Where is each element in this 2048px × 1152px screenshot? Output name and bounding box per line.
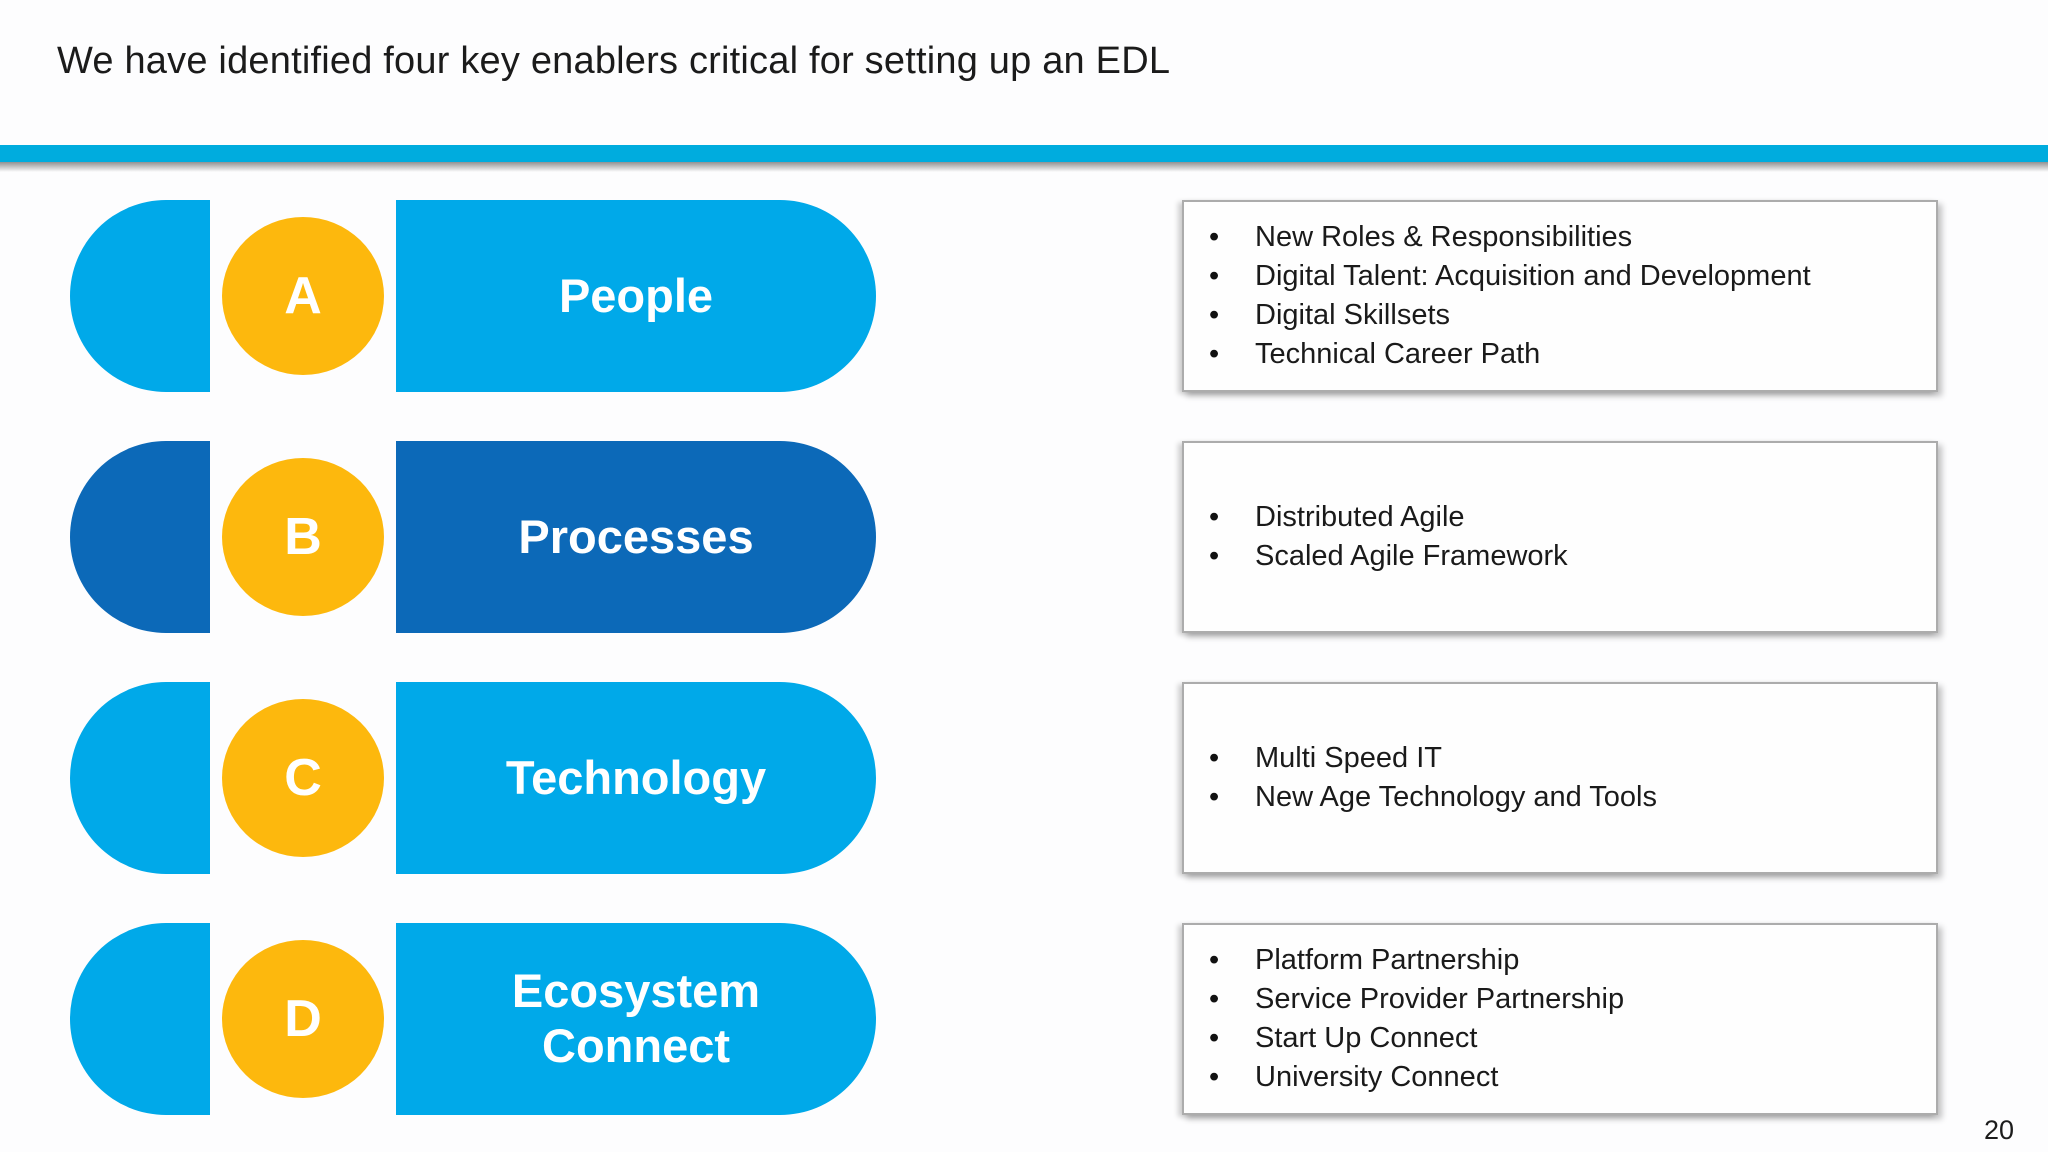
bullet-dot: •: [1209, 983, 1220, 1015]
title-divider-bar: [0, 145, 2048, 172]
pill-bar-processes: Processes: [396, 441, 876, 633]
bullet-dot: •: [1209, 1061, 1220, 1093]
bullet-box-technology: • Multi Speed IT • New Age Technology and …: [1182, 682, 1938, 874]
pill-left-cap-shape: [70, 682, 210, 874]
enabler-row-ecosystem-connect: D Ecosystem Connect: [70, 923, 880, 1115]
pill-bar-label: People: [558, 268, 714, 322]
pill-left-cap-shape: [70, 923, 210, 1115]
bullet-text: Scaled Agile Framework: [1255, 540, 1568, 572]
slide-title: We have identified four key enablers cri…: [57, 40, 1171, 82]
bullet-item: • University Connect: [1209, 1058, 1926, 1097]
bullet-text: Service Provider Partnership: [1255, 983, 1625, 1015]
bullet-text: Start Up Connect: [1255, 1022, 1478, 1054]
bullet-item: • Digital Talent: Acquisition and Develop…: [1209, 257, 1926, 296]
bullet-text: Digital Skillsets: [1255, 299, 1450, 331]
bullet-dot: •: [1209, 299, 1220, 331]
bullet-box-processes: • Distributed Agile • Scaled Agile Framewo…: [1182, 441, 1938, 633]
bullet-text: New Age Technology and Tools: [1255, 781, 1657, 813]
bullet-text: Digital Talent: Acquisition and Developm…: [1255, 260, 1811, 292]
bullet-item: • New Roles & Responsibilities: [1209, 218, 1926, 257]
letter-badge-label: C: [284, 749, 322, 807]
pill-bar-ecosystem-connect: Ecosystem Connect: [396, 923, 876, 1115]
bullet-dot: •: [1209, 944, 1220, 976]
page-number: 20: [1983, 1115, 2014, 1145]
enabler-row-technology: C Technology: [70, 682, 880, 874]
bullet-text: Distributed Agile: [1255, 501, 1465, 533]
letter-badge-b: B: [222, 458, 384, 616]
bullet-dot: •: [1209, 221, 1220, 253]
enabler-row-people: A People: [70, 200, 880, 392]
bullet-text: Technical Career Path: [1255, 338, 1541, 370]
bullet-box-ecosystem-connect: • Platform Partnership • Service Provider …: [1182, 923, 1938, 1115]
bullet-item: • New Age Technology and Tools: [1209, 778, 1926, 817]
bullet-dot: •: [1209, 781, 1220, 813]
bullet-dot: •: [1209, 1022, 1220, 1054]
bullet-item: • Distributed Agile: [1209, 498, 1926, 537]
bullet-item: • Platform Partnership: [1209, 941, 1926, 980]
pill-bar-label: Technology: [505, 750, 767, 804]
pill-bar-label: Ecosystem Connect: [511, 964, 761, 1072]
letter-badge-d: D: [222, 940, 384, 1098]
bullet-dot: •: [1209, 260, 1220, 292]
bullet-item: • Digital Skillsets: [1209, 296, 1926, 335]
bullet-item: • Start Up Connect: [1209, 1019, 1926, 1058]
bullet-item: • Multi Speed IT: [1209, 739, 1926, 778]
pill-left-cap-shape: [70, 441, 210, 633]
bullet-item: • Scaled Agile Framework: [1209, 537, 1926, 576]
letter-badge-label: D: [284, 990, 322, 1048]
bullet-list: • Platform Partnership • Service Provider …: [1184, 941, 1936, 1097]
letter-badge-a: A: [222, 217, 384, 375]
enabler-row-processes: B Processes: [70, 441, 880, 633]
bullet-text: University Connect: [1255, 1061, 1499, 1093]
pill-left-cap-shape: [70, 200, 210, 392]
bullet-list: • Distributed Agile • Scaled Agile Framewo…: [1184, 498, 1936, 576]
bullet-list: • New Roles & Responsibilities • Digital T…: [1184, 218, 1936, 374]
bullet-dot: •: [1209, 742, 1220, 774]
bullet-text: Multi Speed IT: [1255, 742, 1442, 774]
bullet-dot: •: [1209, 338, 1220, 370]
letter-badge-label: B: [284, 508, 322, 566]
letter-badge-c: C: [222, 699, 384, 857]
bullet-text: New Roles & Responsibilities: [1255, 221, 1633, 253]
pill-bar-label: Processes: [518, 509, 754, 563]
bullet-item: • Service Provider Partnership: [1209, 980, 1926, 1019]
bullet-text: Platform Partnership: [1255, 944, 1520, 976]
pill-bar-people: People: [396, 200, 876, 392]
letter-badge-label: A: [284, 267, 322, 325]
bullet-list: • Multi Speed IT • New Age Technology and …: [1184, 739, 1936, 817]
pill-bar-technology: Technology: [396, 682, 876, 874]
bullet-dot: •: [1209, 540, 1220, 572]
bullet-dot: •: [1209, 501, 1220, 533]
bullet-box-people: • New Roles & Responsibilities • Digital T…: [1182, 200, 1938, 392]
bullet-item: • Technical Career Path: [1209, 335, 1926, 374]
